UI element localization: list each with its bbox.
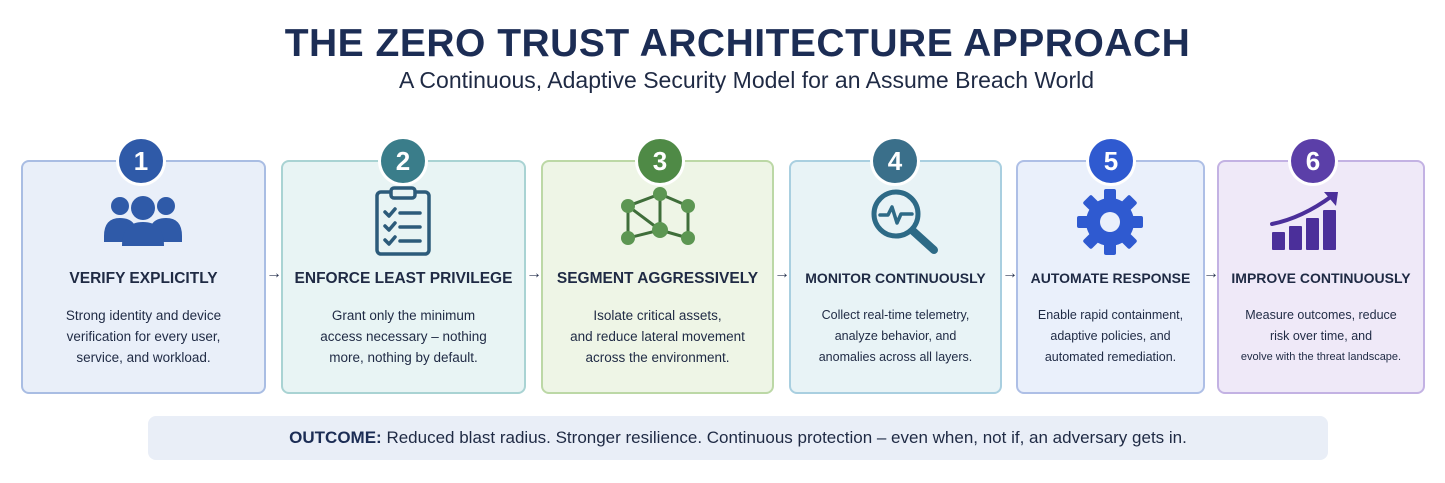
page-subtitle: A Continuous, Adaptive Security Model fo… <box>398 67 1095 93</box>
step-title: MONITOR CONTINUOUSLY <box>805 270 986 286</box>
outcome-text: Reduced blast radius. Stronger resilienc… <box>386 428 1187 447</box>
step-number-badge: 2 <box>381 139 425 183</box>
outcome-label: OUTCOME: <box>289 428 382 447</box>
step-number-badge: 5 <box>1089 139 1133 183</box>
users-icon <box>104 196 182 246</box>
page-title: THE ZERO TRUST ARCHITECTURE APPROACH <box>284 22 1191 65</box>
step-title: AUTOMATE RESPONSE <box>1030 270 1191 286</box>
step-number-badge: 6 <box>1291 139 1335 183</box>
arrow-right-icon: → <box>774 265 790 282</box>
step-title: IMPROVE CONTINUOUSLY <box>1231 270 1411 286</box>
step-card-5 <box>1016 160 1205 394</box>
magnifier-pulse-icon <box>871 189 938 254</box>
step-title: VERIFY EXPLICITLY <box>69 270 218 287</box>
step-description: Enable rapid containment, adaptive polic… <box>1037 308 1184 364</box>
step-card-4 <box>789 160 1002 394</box>
clipboard-checklist-icon <box>375 186 431 256</box>
step-description: Strong identity and device verification … <box>65 308 222 365</box>
arrow-right-icon: → <box>266 265 282 282</box>
growth-chart-icon <box>1270 192 1338 250</box>
step-description: Collect real-time telemetry, analyze beh… <box>818 308 973 364</box>
step-number-badge: 3 <box>638 139 682 183</box>
gear-icon <box>1077 189 1143 255</box>
step-number-badge: 4 <box>873 139 917 183</box>
step-title: ENFORCE LEAST PRIVILEGE <box>294 270 513 287</box>
arrow-right-icon: → <box>526 265 542 282</box>
arrow-right-icon: → <box>1002 265 1018 282</box>
step-description: Isolate critical assets, and reduce late… <box>570 308 745 365</box>
network-nodes-icon <box>621 187 695 245</box>
step-title: SEGMENT AGGRESSIVELY <box>556 270 759 287</box>
outcome-banner: OUTCOME: Reduced blast radius. Stronger … <box>148 416 1328 460</box>
step-number-badge: 1 <box>119 139 163 183</box>
step-description: Grant only the minimum access necessary … <box>320 308 487 365</box>
arrow-right-icon: → <box>1203 265 1219 282</box>
step-description: Measure outcomes, reduce risk over time,… <box>1240 308 1402 363</box>
